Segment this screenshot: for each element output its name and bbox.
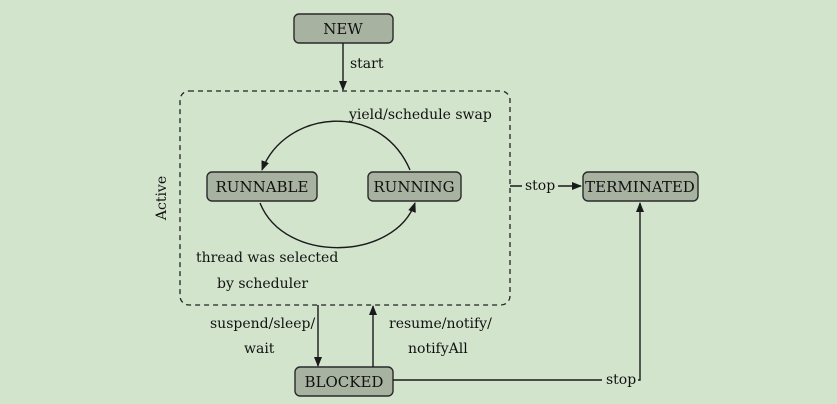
edge-suspend-label-2: wait: [244, 341, 275, 357]
edge-start-label: start: [350, 56, 384, 72]
edge-yield-swap-label: yield/schedule swap: [348, 107, 492, 123]
state-running: RUNNING: [367, 171, 462, 202]
edge-thread-selected-label-2: by scheduler: [217, 276, 308, 292]
state-new-label: NEW: [323, 20, 363, 38]
state-running-label: RUNNING: [373, 178, 454, 196]
state-runnable: RUNNABLE: [206, 171, 318, 202]
state-terminated: TERMINATED: [582, 171, 699, 202]
edge-yield-swap: [261, 120, 411, 171]
edge-resume-label-1: resume/notify/: [389, 316, 492, 332]
edge-stop-blocked-label: stop: [606, 372, 636, 388]
active-group-label: Active: [154, 176, 170, 221]
edge-thread-selected: [259, 202, 416, 249]
edge-stop-active-label: stop: [525, 178, 555, 194]
edge-resume-label-2: notifyAll: [408, 341, 468, 357]
edge-suspend-label-1: suspend/sleep/: [210, 316, 316, 332]
state-blocked: BLOCKED: [294, 366, 394, 397]
state-new: NEW: [293, 13, 394, 44]
edge-stop-blocked: [393, 202, 644, 381]
state-blocked-label: BLOCKED: [305, 373, 384, 391]
state-terminated-label: TERMINATED: [585, 178, 695, 196]
state-runnable-label: RUNNABLE: [216, 178, 309, 196]
edge-thread-selected-label-1: thread was selected: [196, 250, 338, 266]
active-group-box: [179, 90, 511, 306]
